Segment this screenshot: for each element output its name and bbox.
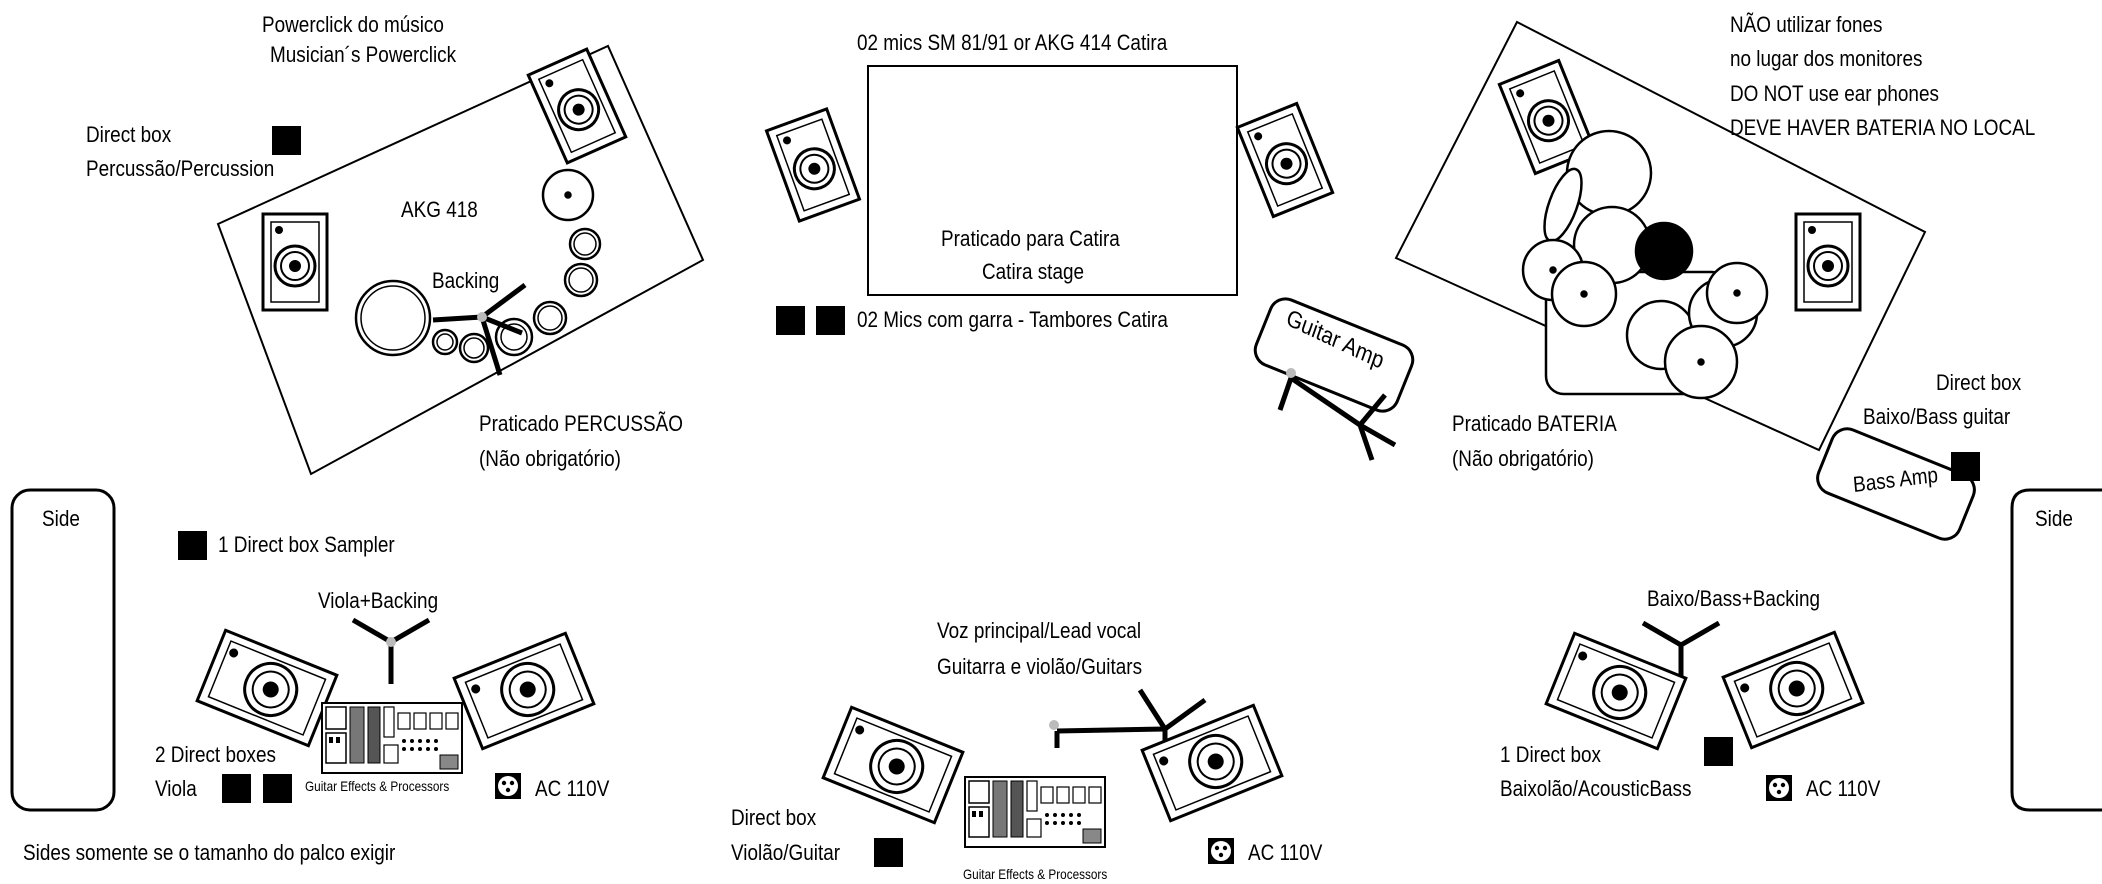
side-left-label: Side (42, 506, 80, 531)
direct-box-percussion-label-2: Percussão/Percussion (86, 156, 275, 181)
side-fill-right (2010, 488, 2102, 812)
praticado-bateria-label: Praticado BATERIA (1452, 411, 1617, 436)
bass-amp (1816, 427, 1976, 541)
guitar-effects-center-label: Guitar Effects & Processors (963, 866, 1108, 882)
direct-box-bass-label: Direct box (1936, 370, 2022, 395)
catira-stage (867, 65, 1238, 296)
praticado-bateria-note: (Não obrigatório) (1452, 446, 1594, 471)
direct-box-guitar-label-2: Violão/Guitar (731, 840, 841, 865)
acoustic-bass-label: Baixolão/AcousticBass (1500, 776, 1692, 801)
acoustic-bass-direct-box-square (1704, 737, 1733, 766)
viola-direct-box-square-2 (263, 774, 292, 803)
guitar-amp-mic-stand (1277, 368, 1397, 461)
ac-right-label: AC 110V (1806, 776, 1881, 801)
note-no-earphones-pt: NÃO utilizar fones (1730, 12, 1883, 37)
guitar-effects-left-label: Guitar Effects & Processors (305, 778, 450, 794)
sampler-direct-box-square (178, 531, 207, 560)
ac-left-label: AC 110V (535, 776, 610, 801)
side-fill-left (10, 488, 116, 812)
praticado-percussion-note: (Não obrigatório) (479, 446, 621, 471)
viola-label: Viola (155, 776, 197, 801)
bass-backing-label: Baixo/Bass+Backing (1647, 586, 1821, 611)
note-monitors-pt: no lugar dos monitores (1730, 46, 1923, 71)
powerclick-label: Powerclick do músico (262, 12, 444, 37)
catira-stage-label: Praticado para Catira (941, 226, 1120, 251)
backing-mic-stand-percussion (432, 282, 527, 376)
side-right-label: Side (2035, 506, 2073, 531)
note-no-earphones-en: DO NOT use ear phones (1730, 81, 1939, 106)
drum-kit (1521, 129, 1769, 400)
direct-box-percussion-square (272, 126, 301, 155)
praticado-percussion-label: Praticado PERCUSSÃO (479, 411, 683, 436)
direct-box-percussion-label: Direct box (86, 122, 172, 147)
direct-box-guitar-label: Direct box (731, 805, 817, 830)
direct-box-bass-square (1951, 452, 1980, 481)
guitar-amp-label: Guitar Amp (1282, 304, 1388, 375)
two-direct-boxes-label: 2 Direct boxes (155, 742, 276, 767)
viola-direct-box-square-1 (222, 774, 251, 803)
guitars-label: Guitarra e violão/Guitars (937, 654, 1143, 679)
catira-mics-label: 02 mics SM 81/91 or AKG 414 Catira (857, 30, 1168, 55)
powerclick-label-en: Musician´s Powerclick (270, 42, 457, 67)
sampler-label: 1 Direct box Sampler (218, 532, 395, 557)
note-drums-required: DEVE HAVER BATERIA NO LOCAL (1730, 115, 2036, 140)
akg-418-label: AKG 418 (401, 197, 478, 222)
guitar-direct-box-square (874, 838, 903, 867)
direct-box-bass-label-2: Baixo/Bass guitar (1863, 404, 2011, 429)
catira-stage-label-en: Catira stage (982, 259, 1085, 284)
catira-drum-mics-label: 02 Mics com garra - Tambores Catira (857, 307, 1168, 332)
ac-center-label: AC 110V (1248, 840, 1323, 865)
acoustic-bass-direct-box-label: 1 Direct box (1500, 742, 1601, 767)
guitar-amp (1253, 297, 1415, 413)
backing-percussion-label: Backing (432, 268, 500, 293)
catira-clip-mic-square-1 (776, 306, 805, 335)
sides-note: Sides somente se o tamanho do palco exig… (23, 840, 396, 865)
catira-clip-mic-square-2 (816, 306, 845, 335)
bass-amp-label: Bass Amp (1851, 461, 1939, 498)
viola-backing-label: Viola+Backing (318, 588, 439, 613)
percussion-kit (354, 168, 602, 364)
viola-mic-stand (353, 620, 429, 684)
lead-vocal-label: Voz principal/Lead vocal (937, 618, 1142, 643)
